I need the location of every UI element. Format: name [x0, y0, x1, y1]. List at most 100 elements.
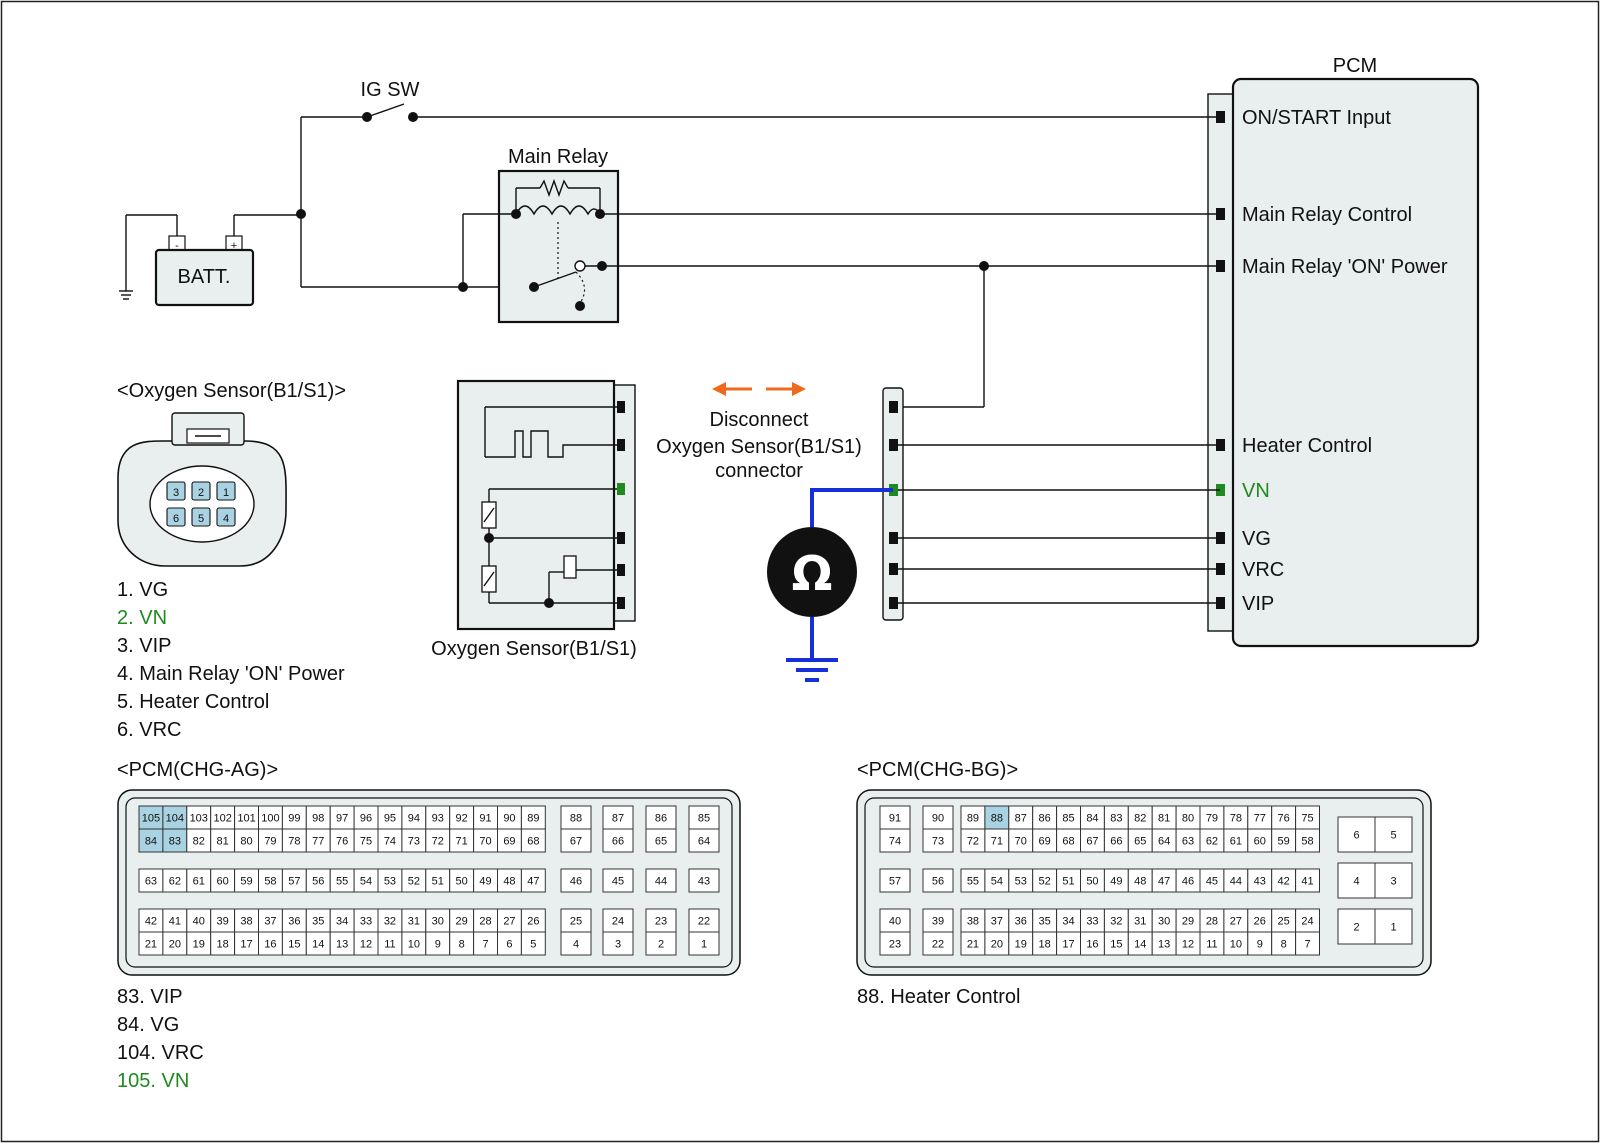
pin-cell-number: 13: [1158, 939, 1170, 951]
pin-cell-number: 10: [1230, 939, 1242, 951]
pin-cell-number: 89: [967, 813, 979, 825]
pin-cell-number: 62: [1206, 836, 1218, 848]
pin-cell-number: 96: [360, 813, 372, 825]
pin-cell: [602, 828, 634, 853]
connector-pin-number: 1: [223, 487, 229, 499]
pin-cell-number: 10: [408, 939, 420, 951]
pin-cell-number: 90: [503, 813, 515, 825]
pin-cell-number: 8: [459, 939, 465, 951]
pin-cell-number: 67: [1086, 836, 1098, 848]
pin-cell: [922, 868, 954, 893]
pin-cell: [922, 828, 954, 853]
pin-cell-number: 39: [932, 916, 944, 928]
battery: [154, 248, 255, 307]
connector-pin-field: [149, 465, 255, 543]
pin-cell: [1337, 862, 1376, 899]
pin-cell-number: 2: [658, 939, 664, 951]
pin-cell-number: 12: [1182, 939, 1194, 951]
pin-cell: [879, 828, 911, 853]
pin-cell-number: 29: [456, 916, 468, 928]
pin-cell-number: 17: [1062, 939, 1074, 951]
pin-cell-number: 85: [1062, 813, 1074, 825]
pin-cell-number: 49: [1110, 876, 1122, 888]
pin-cell: [520, 828, 546, 853]
pin-cell-number: 65: [1134, 836, 1146, 848]
pin-cell-number: 11: [1206, 939, 1217, 951]
pcm-pin-terminal: [1216, 439, 1225, 451]
pin-cell-number: 43: [698, 876, 710, 888]
pin-cell: [688, 868, 720, 893]
pin-cell-number: 45: [612, 876, 624, 888]
sensor-waveform: [485, 430, 617, 458]
pin-cell-number: 15: [1110, 939, 1122, 951]
pin-cell-number: 56: [932, 876, 944, 888]
connector-pin-cell: [216, 507, 236, 527]
pin-cell-number: 95: [384, 813, 396, 825]
pin-cell-number: 74: [384, 836, 396, 848]
pin-cell-number: 80: [240, 836, 252, 848]
pin-cell-number: 31: [408, 916, 420, 928]
pin-list-item: 6. VRC: [117, 719, 181, 741]
pin-cell-number: 11: [384, 939, 395, 951]
pin-cell-number: 6: [1353, 830, 1359, 842]
pin-cell: [688, 931, 720, 956]
pin-cell-number: 72: [967, 836, 979, 848]
pin-cell-number: 37: [991, 916, 1003, 928]
pin-cell-number: 36: [288, 916, 300, 928]
pin-cell-number: 34: [336, 916, 348, 928]
pin-cell-number: 1: [701, 939, 707, 951]
pin-cell-number: 6: [506, 939, 512, 951]
pin-cell-number: 41: [169, 916, 181, 928]
pcm-pin-label: VRC: [1242, 559, 1284, 581]
pin-cell-number: 56: [312, 876, 324, 888]
pin-cell-number: 51: [1062, 876, 1074, 888]
connector-pin-number: 4: [223, 513, 229, 525]
arrow-right-icon: [792, 382, 806, 396]
pin-cell: [688, 828, 720, 853]
pin-cell-number: 81: [1158, 813, 1170, 825]
pin-cell-number: 73: [932, 836, 944, 848]
oxygen-sensor-schematic: Oxygen Sensor(B1/S1): [431, 379, 637, 660]
pin-cell-number: 59: [240, 876, 252, 888]
pin-cell-number: 84: [145, 836, 157, 848]
pin-cell-number: 53: [384, 876, 396, 888]
relay-resistor: [539, 178, 569, 198]
pin-cell-number: 19: [1015, 939, 1027, 951]
pin-cell-number: 14: [312, 939, 324, 951]
pin-cell-number: 88: [570, 813, 582, 825]
pin-cell-number: 15: [288, 939, 300, 951]
pin-cell-number: 40: [889, 916, 901, 928]
pin-cell-number: 83: [169, 836, 181, 848]
pin-cell-number: 23: [655, 916, 667, 928]
pin-cell-number: 24: [1301, 916, 1313, 928]
pin-cell-number: 42: [1278, 876, 1290, 888]
pin-cell-number: 26: [1254, 916, 1266, 928]
pin-cell-number: 87: [612, 813, 624, 825]
pcm-pin-terminal: [1216, 532, 1225, 544]
pin-cell-number: 74: [889, 836, 901, 848]
pin-cell: [560, 828, 592, 853]
pin-cell-number: 50: [456, 876, 468, 888]
pin-list-item: 4. Main Relay 'ON' Power: [117, 663, 345, 685]
pin-cell-number: 63: [1182, 836, 1194, 848]
connector-pin-cell: [216, 481, 236, 501]
pin-cell-number: 32: [1110, 916, 1122, 928]
pin-cell-number: 34: [1062, 916, 1074, 928]
pcm-pin-terminal: [1216, 208, 1225, 220]
pin-cell-number: 70: [1015, 836, 1027, 848]
pin-cell: [1374, 862, 1413, 899]
pin-cell-number: 14: [1134, 939, 1146, 951]
pin-cell-number: 7: [1304, 939, 1310, 951]
pcm-pin-terminal: [1216, 597, 1225, 609]
pin-cell-number: 83: [1110, 813, 1122, 825]
pin-cell-number: 4: [1353, 876, 1359, 888]
pin-cell-number: 27: [503, 916, 515, 928]
pin-cell-number: 61: [193, 876, 205, 888]
pin-cell-number: 72: [432, 836, 444, 848]
pin-list-item: 88. Heater Control: [857, 986, 1020, 1008]
pin-cell-number: 76: [1278, 813, 1290, 825]
pin-list-item: 84. VG: [117, 1014, 179, 1036]
